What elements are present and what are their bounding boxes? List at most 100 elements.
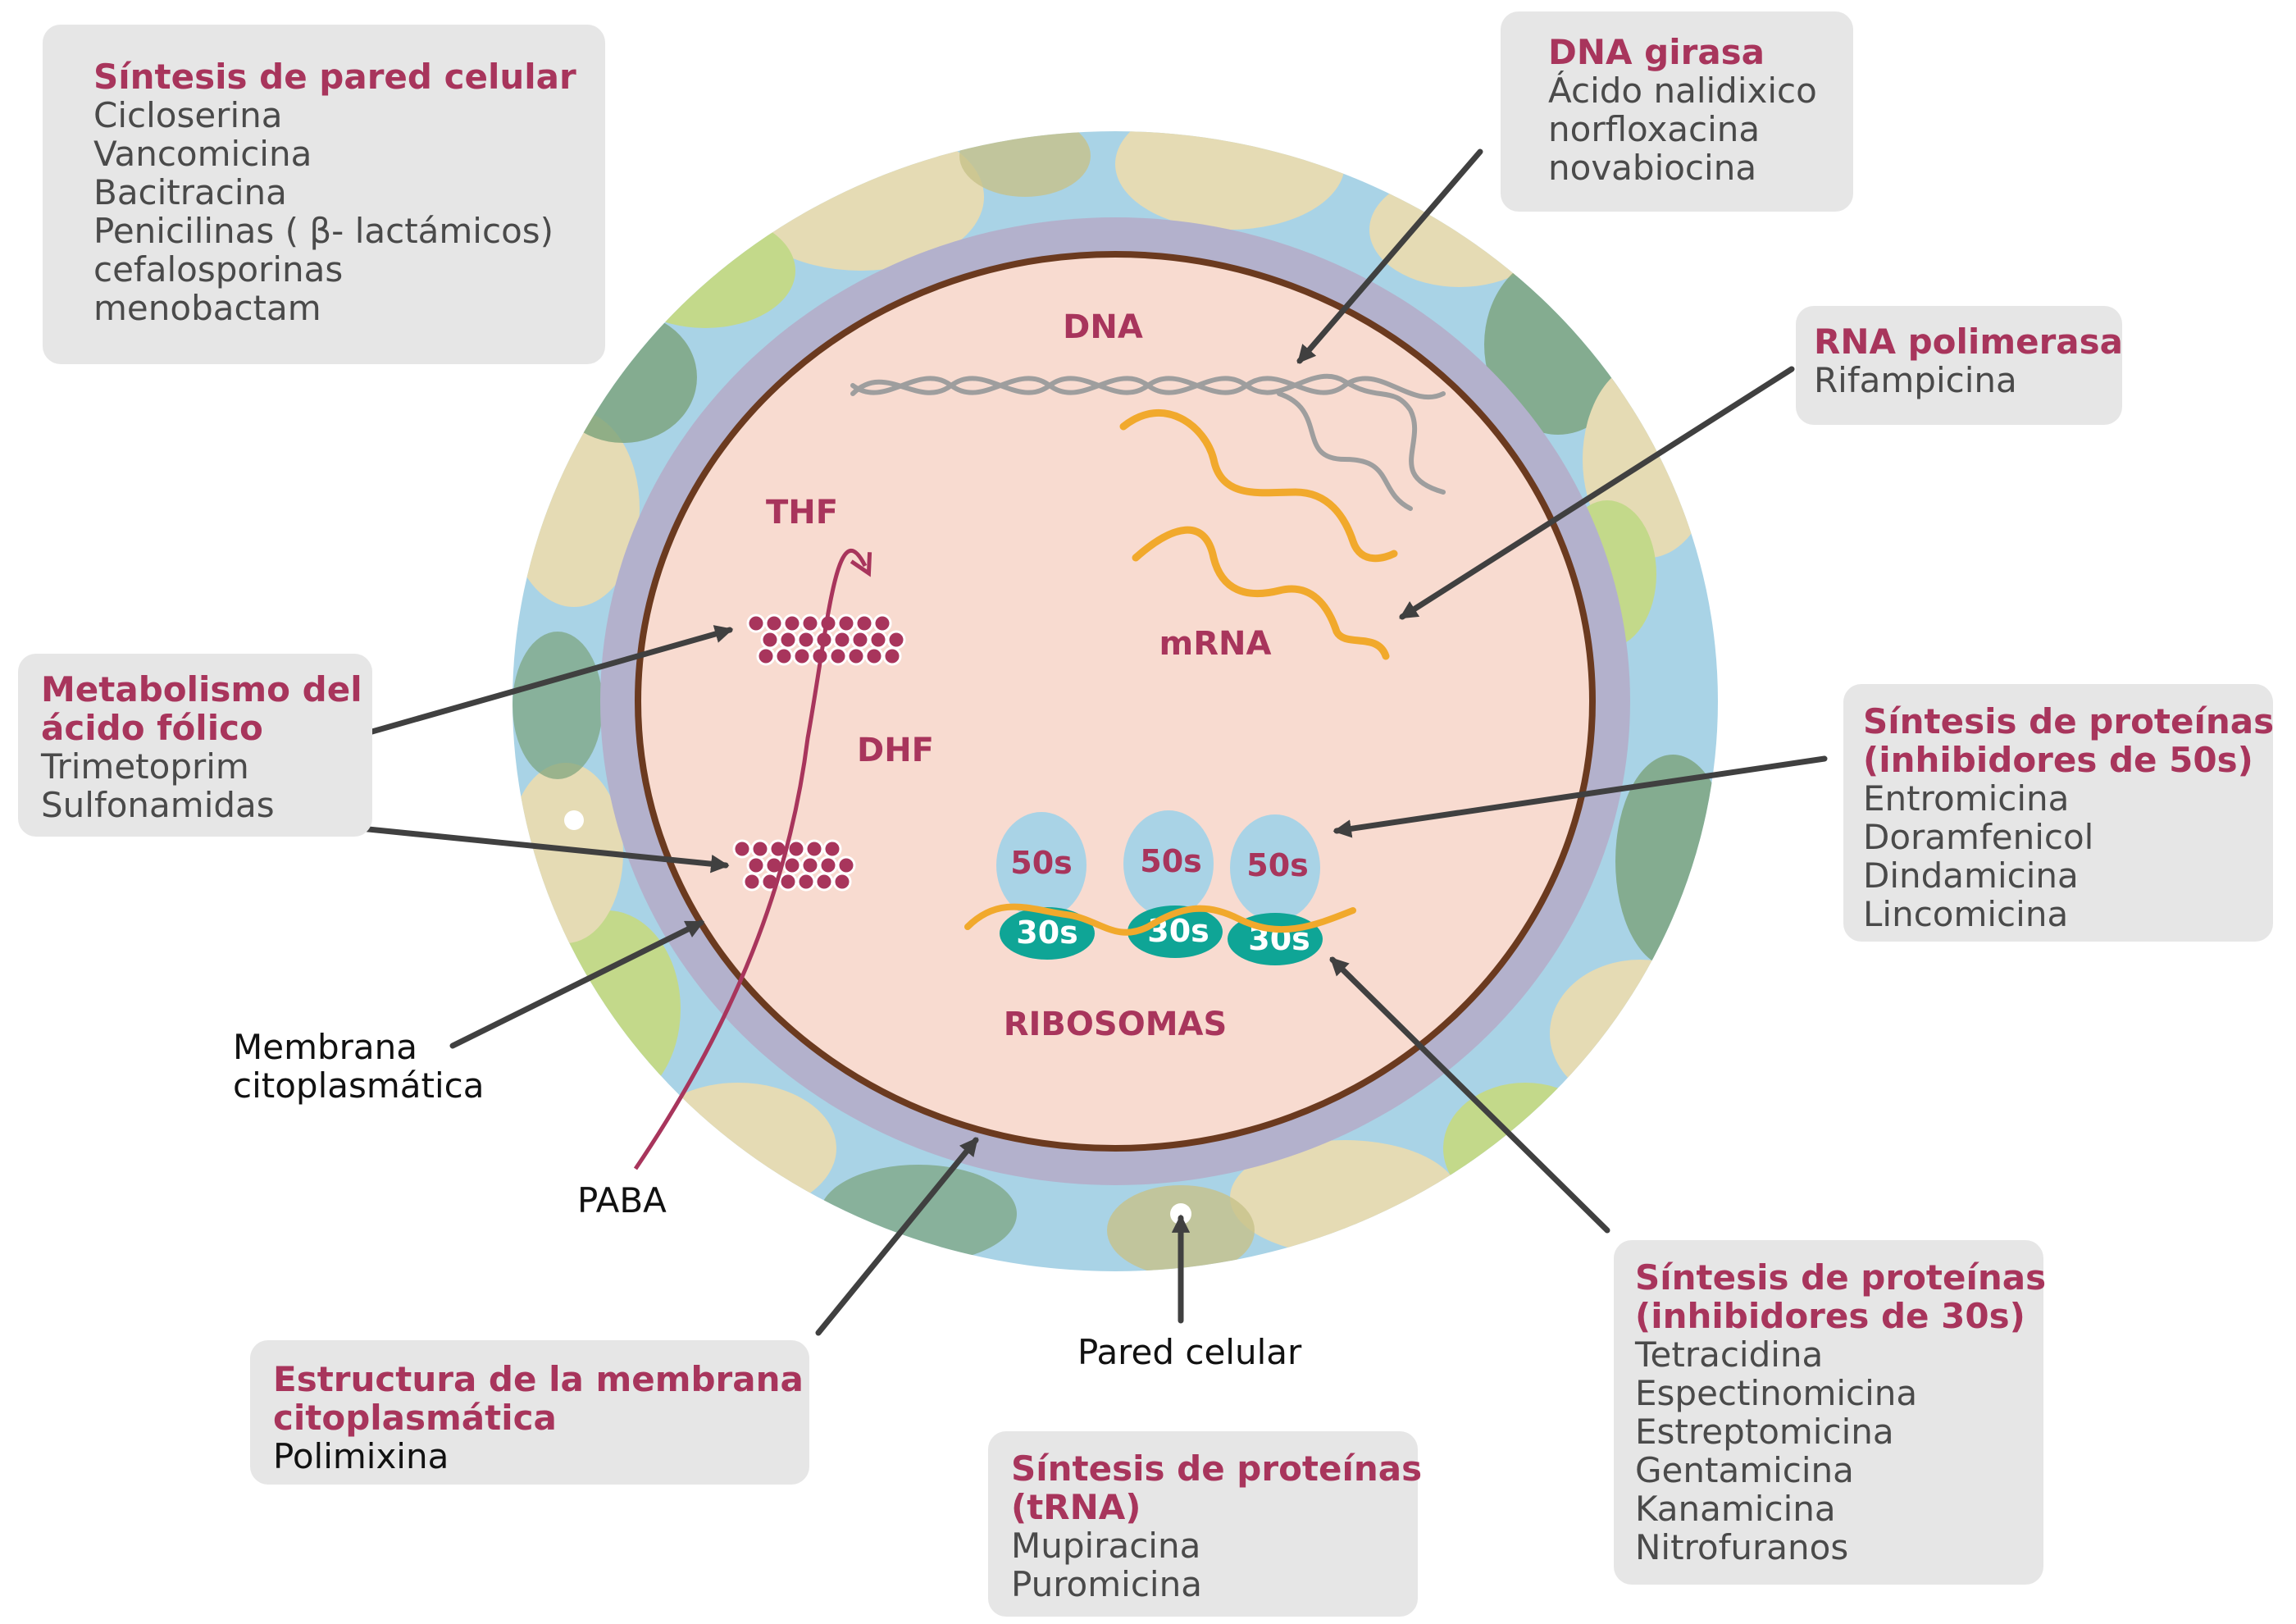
label-line: citoplasmática (233, 1065, 485, 1106)
subunit-30s-2 (1128, 906, 1223, 958)
drug-item: Polimixina (273, 1436, 449, 1476)
folate-metabolism-bottom-dots (732, 839, 856, 892)
enzyme-dot (786, 839, 806, 859)
drug-item: Cicloserina (93, 95, 283, 135)
arrow-rna-polimerasa (1399, 366, 1795, 620)
arrow-membrana (449, 919, 705, 1049)
label-50s-1: 50s (1010, 845, 1073, 881)
folate-metabolism-top-dots (746, 614, 906, 666)
enzyme-dot (732, 839, 752, 859)
thf-label: THF (766, 494, 838, 531)
enzyme-dot (814, 872, 834, 892)
drug-item: menobactam (93, 288, 321, 328)
drug-item: Kanamicina (1635, 1489, 1836, 1529)
box-title: Síntesis de proteínas (1863, 701, 2275, 741)
enzyme-dot (746, 614, 766, 633)
enzyme-dot (846, 646, 866, 666)
pared-celular-label: Pared celular (1077, 1332, 1302, 1372)
enzyme-dot (746, 855, 766, 875)
dhf-label: DHF (857, 732, 934, 769)
enzyme-dot (782, 614, 802, 633)
ribosome-mrna-strand (964, 903, 1356, 936)
enzyme-dot (868, 630, 888, 650)
enzyme-dot (804, 839, 824, 859)
mrna-strands (1119, 408, 1398, 660)
subunit-50s-3 (1230, 814, 1320, 921)
drug-item: Entromicina (1863, 778, 2070, 819)
arrow-proteinas-50s (1332, 755, 1828, 838)
box-rna-polimerasa: RNA polimerasa Rifampicina (1796, 306, 2123, 425)
drug-item: Rifampicina (1814, 360, 2017, 400)
box-proteinas-trna: Síntesis de proteínas (tRNA) Mupiracina … (988, 1431, 1423, 1617)
arrow-estructura-membrana (815, 1137, 979, 1336)
enzyme-dot (836, 855, 856, 875)
arrow-proteinas-30s (1329, 956, 1610, 1234)
label-50s-3: 50s (1246, 847, 1309, 883)
box-title: citoplasmática (273, 1398, 557, 1438)
enzyme-dot (832, 630, 852, 650)
box-estructura-membrana: Estructura de la membrana citoplasmática… (250, 1340, 809, 1485)
box-proteinas-50s: Síntesis de proteínas (inhibidores de 50… (1843, 684, 2275, 942)
label-30s-1: 30s (1016, 915, 1078, 951)
dna-label: DNA (1063, 308, 1143, 346)
drug-item: Vancomicina (93, 134, 312, 174)
ribosomes: 50s 30s 50s 30s 50s 30s (964, 810, 1356, 965)
enzyme-dot (818, 855, 838, 875)
drug-item: Puromicina (1011, 1564, 1202, 1604)
drug-item: Nitrofuranos (1635, 1527, 1849, 1567)
membrana-citoplasmatica-label: Membrana citoplasmática (233, 1028, 485, 1105)
box-title: Síntesis de proteínas (1635, 1257, 2047, 1298)
enzyme-dot (742, 872, 762, 892)
enzyme-dot (774, 646, 794, 666)
subunit-30s-1 (1000, 907, 1095, 960)
enzyme-dot (872, 614, 892, 633)
box-title: DNA girasa (1548, 32, 1765, 72)
enzyme-dot (828, 646, 848, 666)
box-title: Metabolismo del (41, 669, 362, 709)
box-title: Síntesis de pared celular (93, 57, 576, 97)
enzyme-dot (836, 614, 856, 633)
enzyme-dot (764, 614, 784, 633)
subunit-50s-2 (1123, 810, 1214, 917)
enzyme-dot (850, 630, 870, 650)
enzyme-dot (792, 646, 812, 666)
enzyme-dot (782, 855, 802, 875)
enzyme-dot (756, 646, 776, 666)
box-dna-girasa: DNA girasa Ácido nalidixico norfloxacina… (1501, 11, 1853, 212)
enzyme-dot (750, 839, 770, 859)
drug-item: Bacitracina (93, 172, 287, 212)
enzyme-dot (796, 872, 816, 892)
enzyme-dot (796, 630, 816, 650)
enzyme-dot (832, 872, 852, 892)
box-metabolismo-folico: Metabolismo del ácido fólico Trimetoprim… (18, 654, 372, 837)
label-50s-2: 50s (1140, 843, 1202, 879)
drug-item: Sulfonamidas (41, 785, 275, 825)
box-proteinas-30s: Síntesis de proteínas (inhibidores de 30… (1614, 1240, 2047, 1585)
drug-item: Penicilinas ( β- lactámicos) (93, 211, 554, 251)
pointer-arrows (259, 148, 1828, 1336)
drug-item: Ácido nalidixico (1548, 71, 1817, 111)
box-title: (inhibidores de 30s) (1635, 1296, 2025, 1336)
drug-item: Trimetoprim (41, 746, 249, 787)
drug-item: Dindamicina (1863, 855, 2079, 896)
enzyme-dot (864, 646, 884, 666)
drug-item: Lincomicina (1863, 894, 2069, 934)
box-title: (tRNA) (1011, 1487, 1141, 1527)
box-title: Síntesis de proteínas (1011, 1448, 1423, 1489)
ribosome-1: 50s 30s (996, 812, 1095, 960)
drug-item: Gentamicina (1635, 1450, 1854, 1490)
drug-item: novabiocina (1548, 148, 1757, 188)
ribosome-2: 50s 30s (1123, 810, 1223, 958)
drug-item: Espectinomicina (1635, 1373, 1918, 1413)
arrow-dna-girasa (1296, 148, 1483, 364)
ribosomas-label: RIBOSOMAS (1004, 1006, 1228, 1043)
box-title: ácido fólico (41, 708, 263, 748)
enzyme-dot (778, 872, 798, 892)
paba-to-thf-pathway-arrow (633, 549, 865, 1170)
ribosome-3: 50s 30s (1228, 814, 1323, 965)
paba-label: PABA (577, 1180, 667, 1220)
cytoplasm (635, 251, 1596, 1152)
drug-item: Doramfenicol (1863, 817, 2094, 857)
drug-item: norfloxacina (1548, 109, 1761, 149)
enzyme-dot (800, 855, 820, 875)
